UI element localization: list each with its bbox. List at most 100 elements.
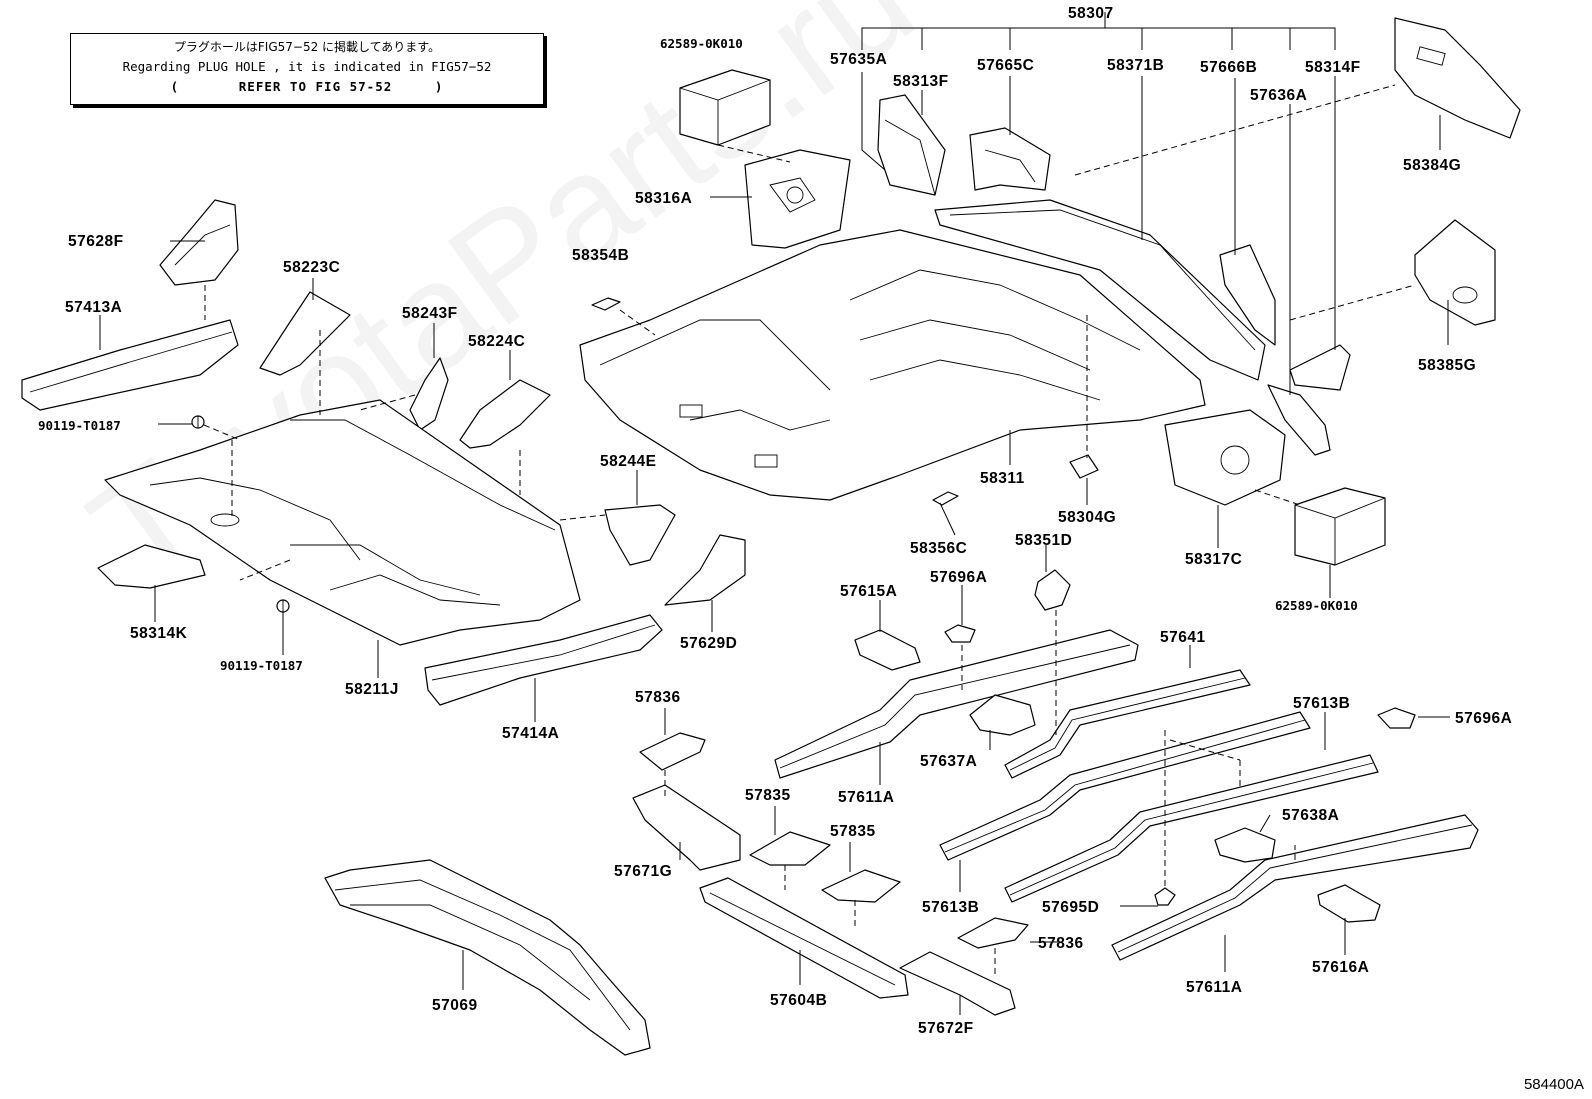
label-58384g: 58384G [1403, 157, 1461, 174]
part-58314k [97, 544, 206, 589]
label-58385g: 58385G [1418, 357, 1476, 374]
part-57414a [424, 614, 663, 706]
label-57672f: 57672F [918, 1020, 974, 1037]
label-58356c: 58356C [910, 540, 967, 557]
part-58314f [1289, 344, 1351, 391]
label-57665c: 57665C [977, 57, 1034, 74]
leader-lines [99, 12, 1450, 1015]
label-57696a-a: 57696A [930, 569, 987, 586]
label-57413a: 57413A [65, 299, 122, 316]
label-58304g: 58304G [1058, 509, 1116, 526]
part-58223c [259, 291, 351, 376]
part-58384g [1394, 17, 1521, 139]
part-58317c [1164, 409, 1286, 506]
part-58371b [934, 199, 1266, 381]
label-57696a-b: 57696A [1455, 710, 1512, 727]
label-57641: 57641 [1160, 629, 1206, 646]
label-57613b-b: 57613B [922, 899, 979, 916]
part-57613b-a [939, 711, 1311, 861]
label-57629d: 57629D [680, 635, 737, 652]
part-57613b-b [1004, 754, 1379, 903]
part-57696a-b [1377, 707, 1416, 729]
part-62589-0k010-top [679, 69, 771, 146]
label-58317c: 58317C [1185, 551, 1242, 568]
part-57637a [969, 694, 1036, 736]
label-57835-a: 57835 [745, 787, 791, 804]
part-57835-a [749, 831, 831, 866]
label-58244e: 58244E [600, 453, 656, 470]
label-57637a: 57637A [920, 753, 977, 770]
label-58211j: 58211J [345, 681, 399, 698]
label-57604b: 57604B [770, 992, 827, 1009]
part-57666b [1219, 244, 1276, 346]
figure-code: 584400A [1523, 1076, 1584, 1093]
label-57613b-a: 57613B [1293, 695, 1350, 712]
label-58371b: 58371B [1107, 57, 1164, 74]
label-62589-0k010-bottom: 62589-0K010 [1275, 598, 1358, 613]
part-57629d [664, 534, 746, 606]
part-58351d [1034, 569, 1071, 611]
part-labels: 58307 62589-0K010 57635A 58313F 57665C 5… [38, 5, 1512, 1037]
part-57665c [969, 127, 1051, 191]
part-57604b [699, 877, 909, 999]
label-58311: 58311 [980, 470, 1025, 487]
part-57636a [1267, 384, 1331, 456]
part-57611a-lower [1111, 814, 1479, 961]
part-58313f [877, 94, 946, 196]
part-58304g [1069, 454, 1099, 479]
label-57616a: 57616A [1312, 959, 1369, 976]
label-57615a: 57615A [840, 583, 897, 600]
label-90119-t0187-a: 90119-T0187 [38, 418, 121, 433]
label-57835-b: 57835 [830, 823, 876, 840]
label-58354b: 58354B [572, 247, 629, 264]
part-90119-t0187-bolt-b [276, 599, 290, 613]
label-90119-t0187-b: 90119-T0187 [220, 658, 303, 673]
label-57671g: 57671G [614, 863, 672, 880]
part-57611a-upper [774, 629, 1139, 779]
note-line-japanese: プラグホールはFIG57−52 に掲載してあります。 [173, 40, 441, 54]
part-57628f [159, 199, 239, 286]
label-57666b: 57666B [1200, 59, 1257, 76]
part-57615a [854, 629, 921, 671]
label-58307: 58307 [1068, 5, 1114, 22]
part-58211j-front-floor [104, 399, 581, 646]
part-57836-b [957, 917, 1029, 949]
part-57835-b [821, 869, 901, 903]
part-57638a [1214, 827, 1276, 863]
label-58351d: 58351D [1015, 532, 1072, 549]
label-57611a-a: 57611A [838, 789, 894, 806]
part-57696a-a [944, 624, 976, 643]
part-58244e [604, 504, 676, 566]
label-58316a: 58316A [635, 190, 692, 207]
part-62589-0k010-bottom [1294, 487, 1386, 566]
part-57413a [21, 319, 239, 411]
label-57638a: 57638A [1282, 807, 1339, 824]
part-58243f [409, 357, 449, 431]
label-58243f: 58243F [402, 305, 458, 322]
assembly-lines [203, 84, 1416, 975]
part-58311-rear-floor [579, 229, 1206, 501]
part-57672f [899, 951, 1016, 1016]
part-58316a [744, 149, 851, 249]
label-58224c: 58224C [468, 333, 525, 350]
part-57695d [1154, 887, 1176, 906]
part-57616a [1317, 884, 1381, 923]
label-58314f: 58314F [1305, 59, 1361, 76]
plug-hole-note: プラグホールはFIG57−52 に掲載してあります。 Regarding PLU… [70, 33, 544, 105]
label-57611a-b: 57611A [1186, 979, 1242, 996]
part-57671g [632, 784, 741, 871]
note-line-reference: ( REFER TO FIG 57-52 ) [170, 79, 444, 94]
part-58354b [591, 297, 621, 311]
label-57635a: 57635A [830, 51, 887, 68]
label-58313f: 58313F [893, 73, 949, 90]
part-58224c [459, 379, 551, 449]
part-57641 [1004, 669, 1251, 779]
part-58356c [932, 491, 959, 506]
label-57628f: 57628F [68, 233, 124, 250]
label-62589-0k010-top: 62589-0K010 [660, 36, 743, 51]
label-57636a: 57636A [1250, 87, 1307, 104]
part-90119-t0187-bolt-a [191, 415, 205, 429]
label-57836-b: 57836 [1038, 935, 1084, 952]
